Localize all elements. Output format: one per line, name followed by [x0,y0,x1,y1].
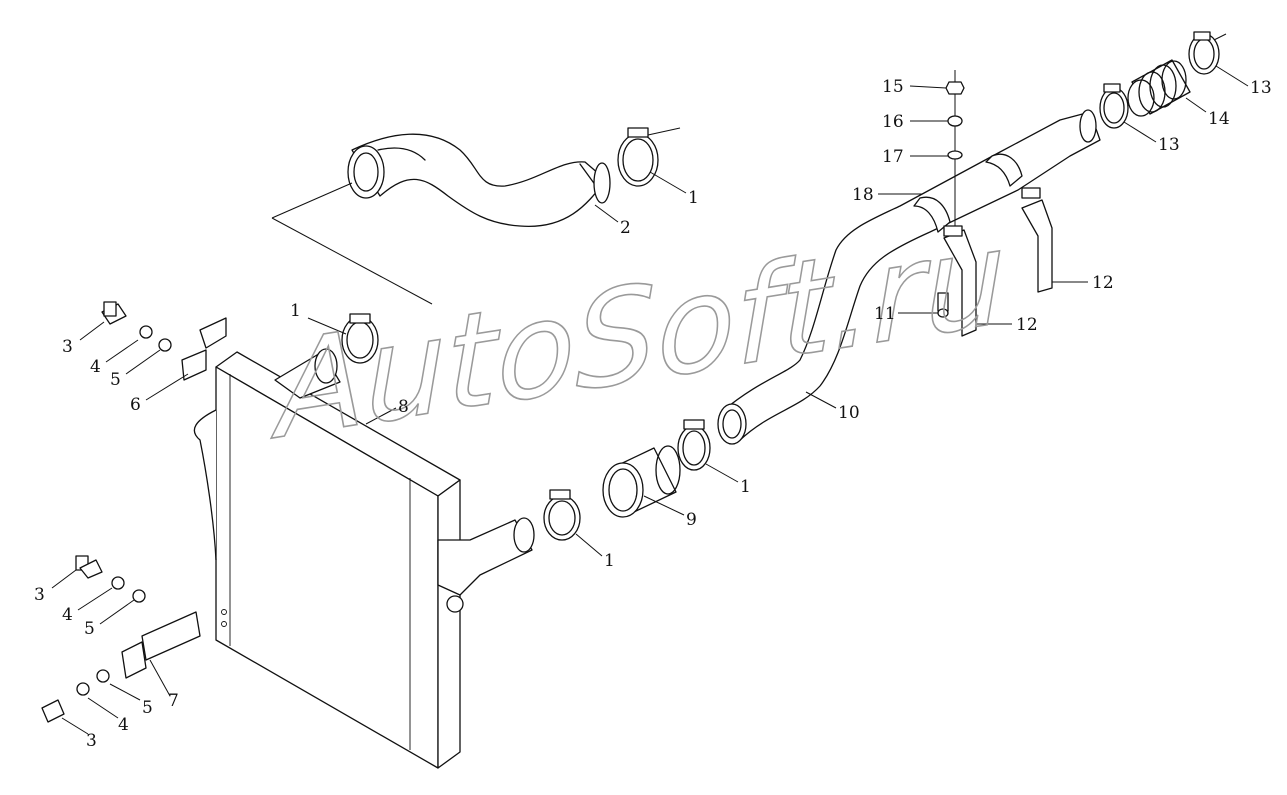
callout-label: 17 [882,147,904,167]
callout-label: 8 [398,397,409,417]
callout-label: 11 [874,304,896,324]
pipe-bracket [1021,187,1053,293]
callout-label: 12 [1016,315,1038,335]
callout-label: 6 [130,395,141,415]
hose-clamp [1099,83,1129,129]
callout-label: 4 [118,715,129,735]
watermark: AutoSoft.ru [269,200,1007,469]
long-charge-pipe [717,109,1101,445]
pipe-bracket [943,225,977,337]
callout-label: 13 [1250,78,1272,98]
guide-line [271,182,353,219]
callout-label: 4 [62,605,73,625]
bracket-hardware-upper [101,301,227,381]
callout-label: 1 [688,188,699,208]
hose-clamp [341,313,379,364]
hose-clamp [617,127,681,187]
hose-clamp [1188,31,1227,75]
callout-label: 4 [90,357,101,377]
callout-label: 15 [882,77,904,97]
callout-labels: 1 2 1 3 4 5 6 8 1 9 1 10 3 4 5 7 5 4 3 1… [34,77,1272,751]
leader-lines [51,65,1249,735]
callout-label: 14 [1208,109,1230,129]
bolt [937,292,949,318]
callout-label: 18 [852,185,874,205]
callout-label: 3 [34,585,45,605]
callout-label: 1 [740,477,751,497]
bracket-hardware-lower [41,555,201,723]
callout-label: 5 [110,370,121,390]
hose-clamp [543,489,581,541]
callout-label: 3 [86,731,97,751]
callout-label: 7 [168,691,179,711]
callout-label: 16 [882,112,904,132]
callout-label: 9 [686,510,697,530]
callout-label: 5 [142,698,153,718]
callout-label: 2 [620,218,631,238]
callout-label: 1 [604,551,615,571]
callout-label: 5 [84,619,95,639]
callout-label: 13 [1158,135,1180,155]
intercooler-core [193,348,535,769]
callout-label: 12 [1092,273,1114,293]
guide-line [271,217,433,305]
rubber-coupling [602,445,681,518]
bellows-hose [1127,59,1191,117]
hose-clamp [677,419,711,471]
callout-label: 10 [838,403,860,423]
callout-label: 3 [62,337,73,357]
upper-curved-hose [347,133,611,227]
callout-label: 1 [290,301,301,321]
